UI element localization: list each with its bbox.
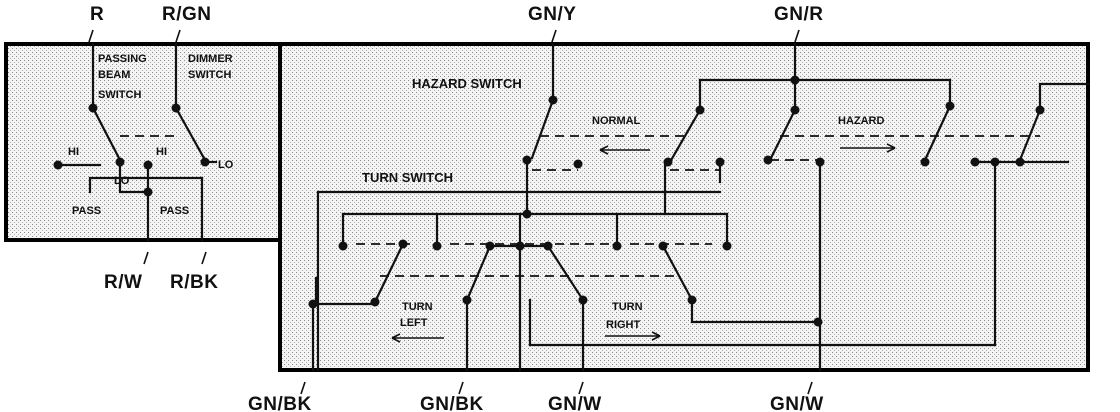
passing-beam-switch-label-1: PASSING <box>98 53 147 65</box>
lo-left-label: LO <box>114 175 130 187</box>
wire-label-gn-bk-2: GN/BK <box>420 394 484 412</box>
turn-switch-label: TURN SWITCH <box>362 170 453 185</box>
wire-label-r-bk: R/BK <box>170 272 218 293</box>
dimmer-passing-switch-panel <box>4 42 282 242</box>
passing-beam-switch-label-3: SWITCH <box>98 89 141 101</box>
wire-label-gn-bk-1: GN/BK <box>248 394 312 412</box>
left-panel-dots <box>53 103 210 197</box>
hazard-label: HAZARD <box>838 115 884 127</box>
turn-right-label-1: TURN <box>612 301 643 313</box>
dimmer-switch-label-1: DIMMER <box>188 53 233 65</box>
wire-label-r-gn: R/GN <box>162 4 212 25</box>
wire-label-r-w: R/W <box>104 272 142 293</box>
turn-left-arrow-icon <box>391 333 444 343</box>
normal-arrow-icon <box>599 145 650 155</box>
passing-beam-switch-label-2: BEAM <box>98 69 130 81</box>
turn-left-label-1: TURN <box>402 301 433 313</box>
right-panel-dots <box>308 75 1045 327</box>
turn-right-arrow-icon <box>605 331 661 341</box>
hi-right-label: HI <box>156 146 167 158</box>
wire-label-gn-r: GN/R <box>774 4 824 25</box>
pass-right-label: PASS <box>160 205 189 217</box>
wire-label-gn-w-2: GN/W <box>770 394 824 412</box>
direction-arrows <box>391 143 896 343</box>
pass-left-label: PASS <box>72 205 101 217</box>
turn-switch-wires <box>311 190 997 372</box>
wire-label-gn-w-1: GN/W <box>548 394 602 412</box>
lead-tick-marks <box>88 29 813 395</box>
normal-label: NORMAL <box>592 115 641 127</box>
dimmer-switch-label-2: SWITCH <box>188 69 231 81</box>
wire-label-gn-y: GN/Y <box>528 4 576 25</box>
wire-label-r: R <box>90 4 104 25</box>
hazard-switch-label: HAZARD SWITCH <box>412 76 522 91</box>
hazard-switch-wires <box>525 42 1090 372</box>
hi-left-label: HI <box>68 146 79 158</box>
left-panel-wires <box>56 42 218 242</box>
hazard-arrow-icon <box>840 143 896 153</box>
hazard-turn-switch-panel <box>278 42 1090 372</box>
lo-right-label: LO <box>218 159 234 171</box>
turn-left-label-2: LEFT <box>400 317 428 329</box>
turn-right-label-2: RIGHT <box>606 319 641 331</box>
